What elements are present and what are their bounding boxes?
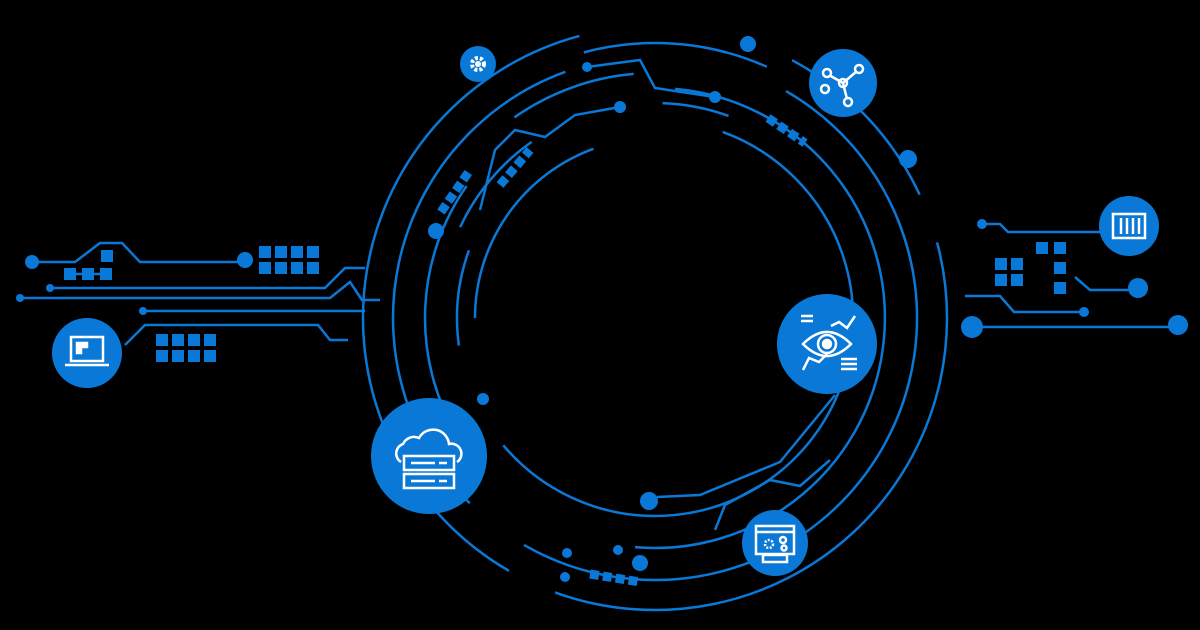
chip-block [101,250,113,262]
network-nodes-icon [809,49,877,117]
chip-block [291,246,303,258]
circuit-trace [50,266,365,290]
chip-block [64,268,76,280]
circuit-trace [1074,276,1138,292]
node-dot [562,548,572,558]
laptop-icon [52,318,122,388]
chip-block [275,246,287,258]
circuit-arc [423,185,468,434]
node-dot [899,150,917,168]
chip-block [156,350,168,362]
chip-block [1011,274,1023,286]
circuit-arc [502,130,855,518]
chip-block [1054,262,1066,274]
circuit-trace [586,58,716,99]
node-dot [1079,307,1089,317]
circuit-arc [662,101,729,118]
circuit-trace [124,323,348,346]
chip-block [172,334,184,346]
circuit-nodes [16,36,1188,582]
chip-block [1054,242,1066,254]
chip-block [188,350,200,362]
node-dot [640,492,658,510]
circuit-trace [478,105,621,211]
circuit-trace [32,241,245,264]
dashed-bus [437,167,474,215]
chip-block [188,334,200,346]
node-dot [614,101,626,113]
chip-block [100,268,112,280]
chip-blocks [64,242,1066,362]
circuit-arc [523,90,919,582]
node-dot [477,393,489,405]
node-dot [560,572,570,582]
container-icon [1099,196,1159,256]
circuit-trace [982,222,1100,234]
circuit-lines [20,34,1178,612]
chip-block [172,350,184,362]
dashed-bus [589,569,641,587]
node-dot [582,62,592,72]
dashed-bus [765,114,808,147]
chip-block [259,262,271,274]
node-dot [1128,278,1148,298]
chip-block [291,262,303,274]
chip-block [204,334,216,346]
node-dot [237,252,253,268]
circuit-arc [702,45,768,68]
chip-block [995,274,1007,286]
circuit-arc [455,249,471,346]
settings-window-icon [742,510,808,576]
node-dot [977,219,987,229]
circuit-trace [713,459,831,531]
node-dot [139,307,147,315]
node-dot [46,284,54,292]
circuit-arc [554,242,949,612]
node-dot [613,545,623,555]
circuit-trace [656,394,836,499]
node-dot [709,91,721,103]
node-dot [16,294,24,302]
node-dot [1168,315,1188,335]
chip-block [1011,258,1023,270]
chip-block [1036,242,1048,254]
chip-block [82,268,94,280]
circuit-trace [20,280,380,302]
cloud-server-icon [371,398,487,514]
chip-block [275,262,287,274]
circuit-arc [459,140,533,228]
circuit-trace [965,294,1084,314]
node-dot [961,316,983,338]
chip-block [1054,282,1066,294]
chip-block [156,334,168,346]
circuit-arc [473,147,594,319]
chip-block [307,246,319,258]
node-dot [632,555,648,571]
chip-block [995,258,1007,270]
node-dot [740,36,756,52]
chip-block [259,246,271,258]
gear-icon [460,46,496,82]
circuit-arc [513,72,634,119]
dashed-bus [496,147,534,188]
vision-analytics-eye-icon [777,294,877,394]
chip-block [307,262,319,274]
chip-block [204,350,216,362]
node-dot [428,223,444,239]
node-dot [25,255,39,269]
